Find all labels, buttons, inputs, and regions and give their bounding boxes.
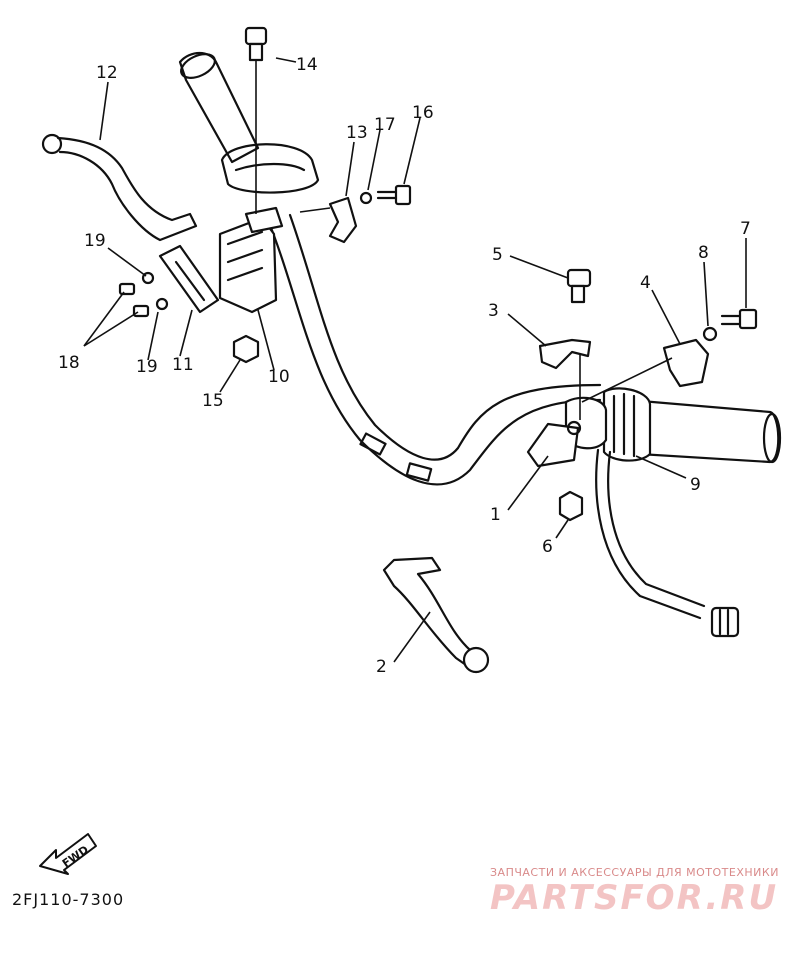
callout-19a: 19 [84, 231, 106, 251]
switch-cable [595, 448, 740, 638]
callout-8: 8 [698, 243, 709, 263]
screw-16 [376, 184, 412, 206]
clamp-4 [662, 338, 710, 388]
callout-9: 9 [690, 475, 701, 495]
watermark-tagline: ЗАПЧАСТИ И АКСЕССУАРЫ ДЛЯ МОТОТЕХНИКИ [490, 866, 779, 879]
callout-16: 16 [412, 103, 434, 123]
left-lever [41, 133, 198, 242]
callout-2: 2 [376, 657, 387, 677]
callout-18: 18 [58, 353, 80, 373]
bolt-14 [244, 26, 268, 62]
washer-17 [359, 191, 373, 205]
screw-7 [720, 308, 758, 330]
lever-holder-1 [526, 396, 608, 468]
right-lever [382, 556, 490, 674]
nut-15 [232, 334, 260, 364]
callout-13: 13 [346, 123, 368, 143]
callout-7: 7 [740, 219, 751, 239]
callout-17: 17 [374, 115, 396, 135]
callout-5: 5 [492, 245, 503, 265]
watermark-logo: PARTSFOR.RU [490, 878, 779, 918]
callout-6: 6 [542, 537, 553, 557]
bolt-5 [566, 268, 592, 304]
callout-3: 3 [488, 301, 499, 321]
callout-10: 10 [268, 367, 290, 387]
callout-11: 11 [172, 355, 194, 375]
right-grip [602, 387, 782, 464]
handlebar [266, 213, 602, 486]
callout-1: 1 [490, 505, 501, 525]
callout-19b: 19 [136, 357, 158, 377]
callout-12: 12 [96, 63, 118, 83]
clamp-13 [328, 196, 358, 244]
reservoir-cover [158, 244, 220, 314]
clamp-3 [538, 338, 592, 370]
diagram-code: 2FJ110-7300 [12, 890, 125, 909]
callout-4: 4 [640, 273, 651, 293]
master-cylinder [218, 206, 284, 314]
left-grip [178, 51, 320, 194]
nut-6 [558, 490, 584, 522]
fasteners-18-19 [118, 271, 169, 318]
callout-labels: 12 14 13 17 16 19 18 19 11 10 15 5 3 4 8… [58, 55, 751, 677]
leader-lines [83, 57, 747, 663]
callout-14: 14 [296, 55, 318, 75]
callout-15: 15 [202, 391, 224, 411]
washer-8 [702, 326, 718, 342]
fwd-arrow-icon: FWD [39, 833, 97, 875]
